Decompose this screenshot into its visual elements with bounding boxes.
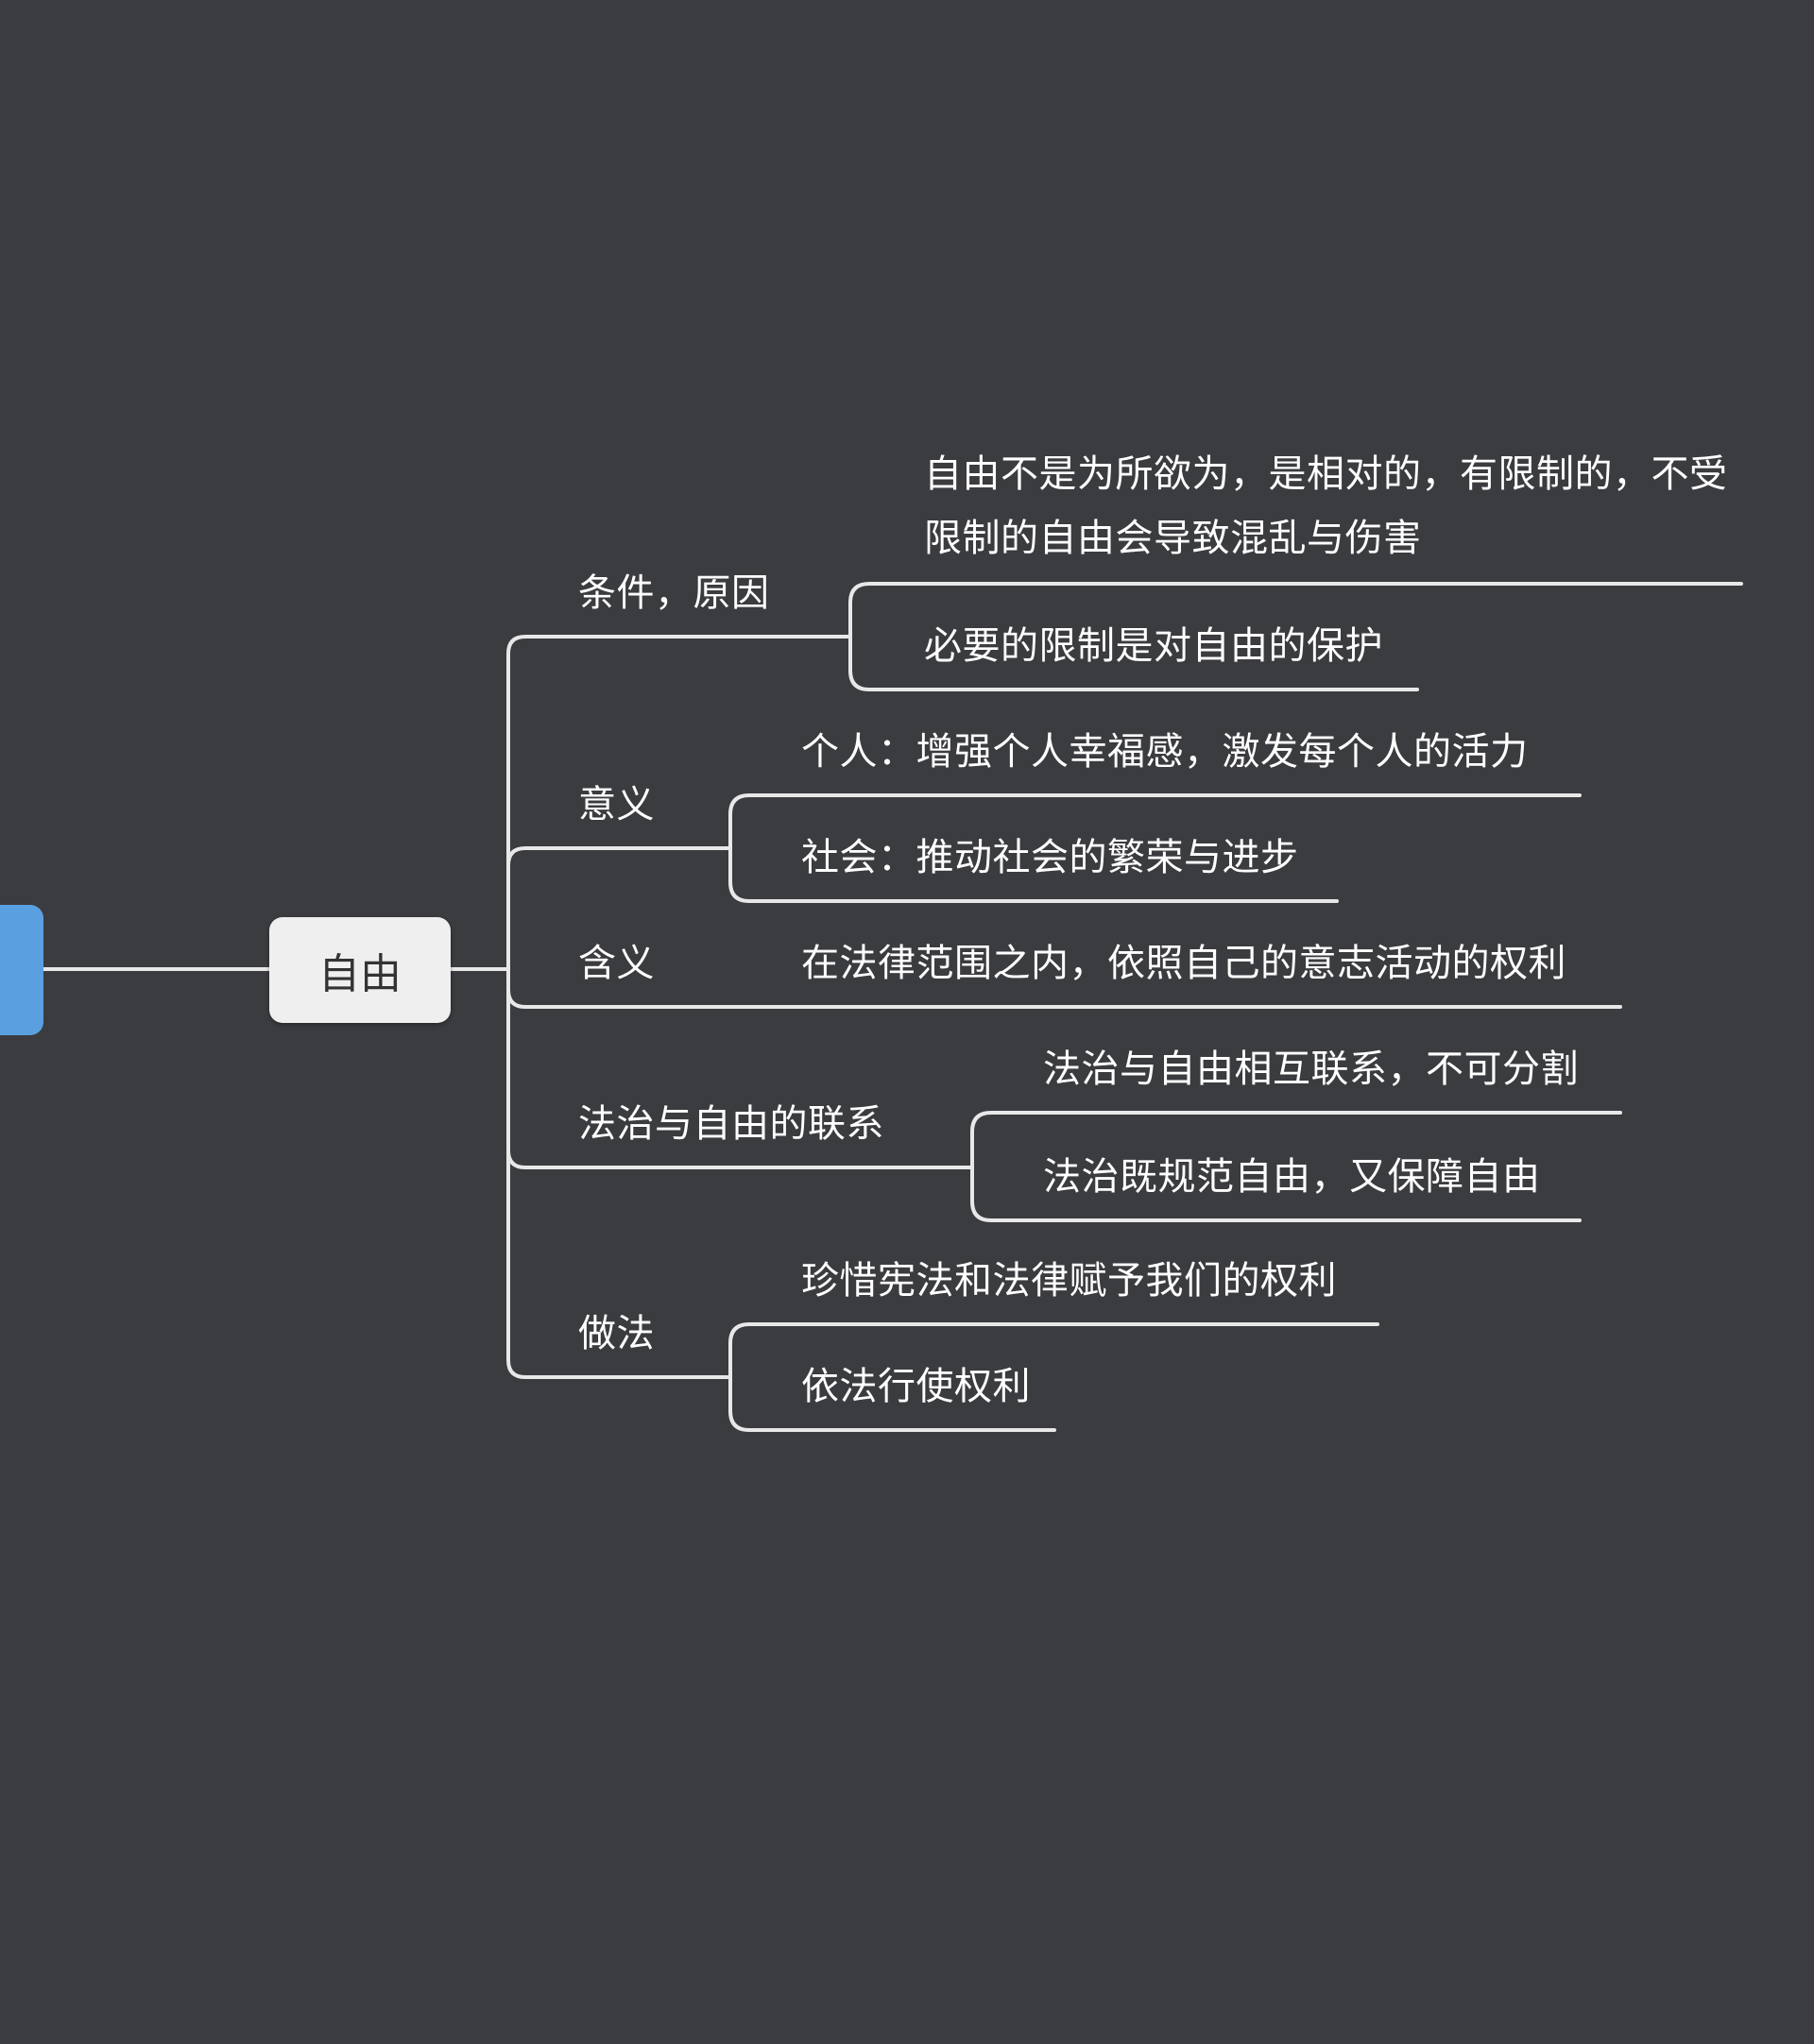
child-label-meaning-1[interactable]: 在法律范围之内，依照自己的意志活动的权利: [801, 942, 1566, 985]
child-label-practice-1[interactable]: 珍惜宪法和法律赋予我们的权利: [801, 1259, 1337, 1303]
center-node-label: 自由: [318, 950, 402, 998]
bracket-practice: [728, 1322, 1379, 1432]
child-label-relation-1[interactable]: 法治与自由相互联系，不可分割: [1043, 1048, 1579, 1091]
child-label-conditions-2[interactable]: 必要的限制是对自由的保护: [924, 624, 1383, 668]
bracket-significance: [728, 793, 1582, 903]
child-label-practice-2[interactable]: 依法行使权利: [801, 1365, 1031, 1408]
root-node[interactable]: [0, 905, 43, 1035]
child-label-conditions-1[interactable]: 自由不是为所欲为，是相对的，有限制的，不受限制的自由会导致混乱与伤害: [924, 452, 1728, 560]
trunk-line: [506, 635, 527, 1379]
bracket-conditions: [848, 582, 1743, 691]
child-label-significance-2[interactable]: 社会：推动社会的繁荣与进步: [801, 836, 1299, 879]
child-label-relation-2[interactable]: 法治既规范自由，又保障自由: [1043, 1155, 1541, 1199]
child-label-significance-1[interactable]: 个人：增强个人幸福感，激发每个人的活力: [801, 730, 1529, 774]
branch-underline-meaning: [506, 988, 1622, 1009]
branch-underline-relation: [506, 1149, 974, 1169]
bracket-relation: [970, 1111, 1622, 1222]
branch-label-meaning[interactable]: 含义: [578, 942, 655, 985]
branch-underline-significance: [506, 846, 732, 867]
branch-label-conditions[interactable]: 条件，原因: [578, 571, 770, 615]
branch-label-relation[interactable]: 法治与自由的联系: [578, 1102, 884, 1146]
branch-label-practice[interactable]: 做法: [578, 1312, 655, 1355]
center-node-freedom[interactable]: 自由: [269, 917, 451, 1023]
branch-label-significance[interactable]: 意义: [578, 783, 655, 826]
